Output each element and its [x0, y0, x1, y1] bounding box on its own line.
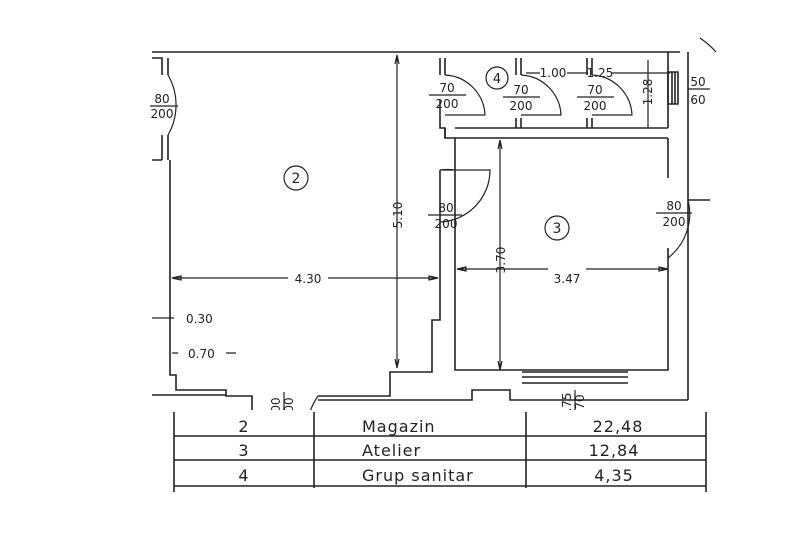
svg-text:2: 2 — [238, 417, 249, 436]
dimension-texts: 5.10 4.30 3.70 3.47 0.30 0.70 1.00 1.25 … — [186, 66, 655, 361]
svg-text:50: 50 — [690, 75, 705, 89]
walls — [152, 37, 717, 410]
svg-text:22,48: 22,48 — [593, 417, 644, 436]
svg-text:4: 4 — [238, 466, 249, 485]
svg-text:Atelier: Atelier — [362, 441, 421, 460]
table-row: 4 Grup sanitar 4,35 — [238, 466, 634, 485]
svg-text:70: 70 — [573, 394, 587, 409]
area-table: 2 Magazin 22,48 3 Atelier 12,84 4 Grup s… — [152, 410, 712, 536]
svg-text:Grup sanitar: Grup sanitar — [362, 466, 474, 485]
svg-text:3: 3 — [238, 441, 249, 460]
svg-text:00: 00 — [282, 397, 296, 412]
svg-text:70: 70 — [587, 83, 602, 97]
svg-text:80: 80 — [154, 92, 169, 106]
room-4-number: 4 — [493, 72, 501, 87]
dim-room2-height: 5.10 — [391, 202, 405, 229]
svg-text:Magazin: Magazin — [362, 417, 436, 436]
dim-wc-width-b: 1.25 — [587, 66, 614, 80]
door-swings — [167, 74, 691, 413]
svg-text:200: 200 — [663, 215, 686, 229]
svg-text:200: 200 — [151, 107, 174, 121]
dim-offset-b: 0.70 — [188, 347, 215, 361]
svg-text:200: 200 — [510, 99, 533, 113]
dimension-lines — [152, 54, 670, 371]
svg-text:70: 70 — [513, 83, 528, 97]
dim-room3-height: 3.70 — [494, 247, 508, 274]
table-row: 3 Atelier 12,84 — [238, 441, 640, 460]
svg-text:200: 200 — [436, 97, 459, 111]
svg-text:80: 80 — [438, 201, 453, 215]
svg-text:200: 200 — [435, 217, 458, 231]
room-3-number: 3 — [553, 221, 562, 237]
svg-text:60: 60 — [690, 93, 705, 107]
dim-wc-depth: 1.28 — [641, 79, 655, 106]
svg-text:.75: .75 — [560, 392, 574, 411]
room-labels: 2 3 4 — [283, 66, 570, 241]
table-row: 2 Magazin 22,48 — [238, 417, 644, 436]
dim-room3-width: 3.47 — [554, 272, 581, 286]
svg-text:70: 70 — [439, 81, 454, 95]
room-2-number: 2 — [292, 171, 301, 187]
svg-text:00: 00 — [269, 397, 283, 412]
svg-text:4,35: 4,35 — [594, 466, 634, 485]
svg-text:12,84: 12,84 — [589, 441, 640, 460]
svg-text:200: 200 — [584, 99, 607, 113]
dim-wc-width-a: 1.00 — [540, 66, 567, 80]
svg-text:80: 80 — [666, 199, 681, 213]
dim-offset-a: 0.30 — [186, 312, 213, 326]
dim-room2-width: 4.30 — [295, 272, 322, 286]
